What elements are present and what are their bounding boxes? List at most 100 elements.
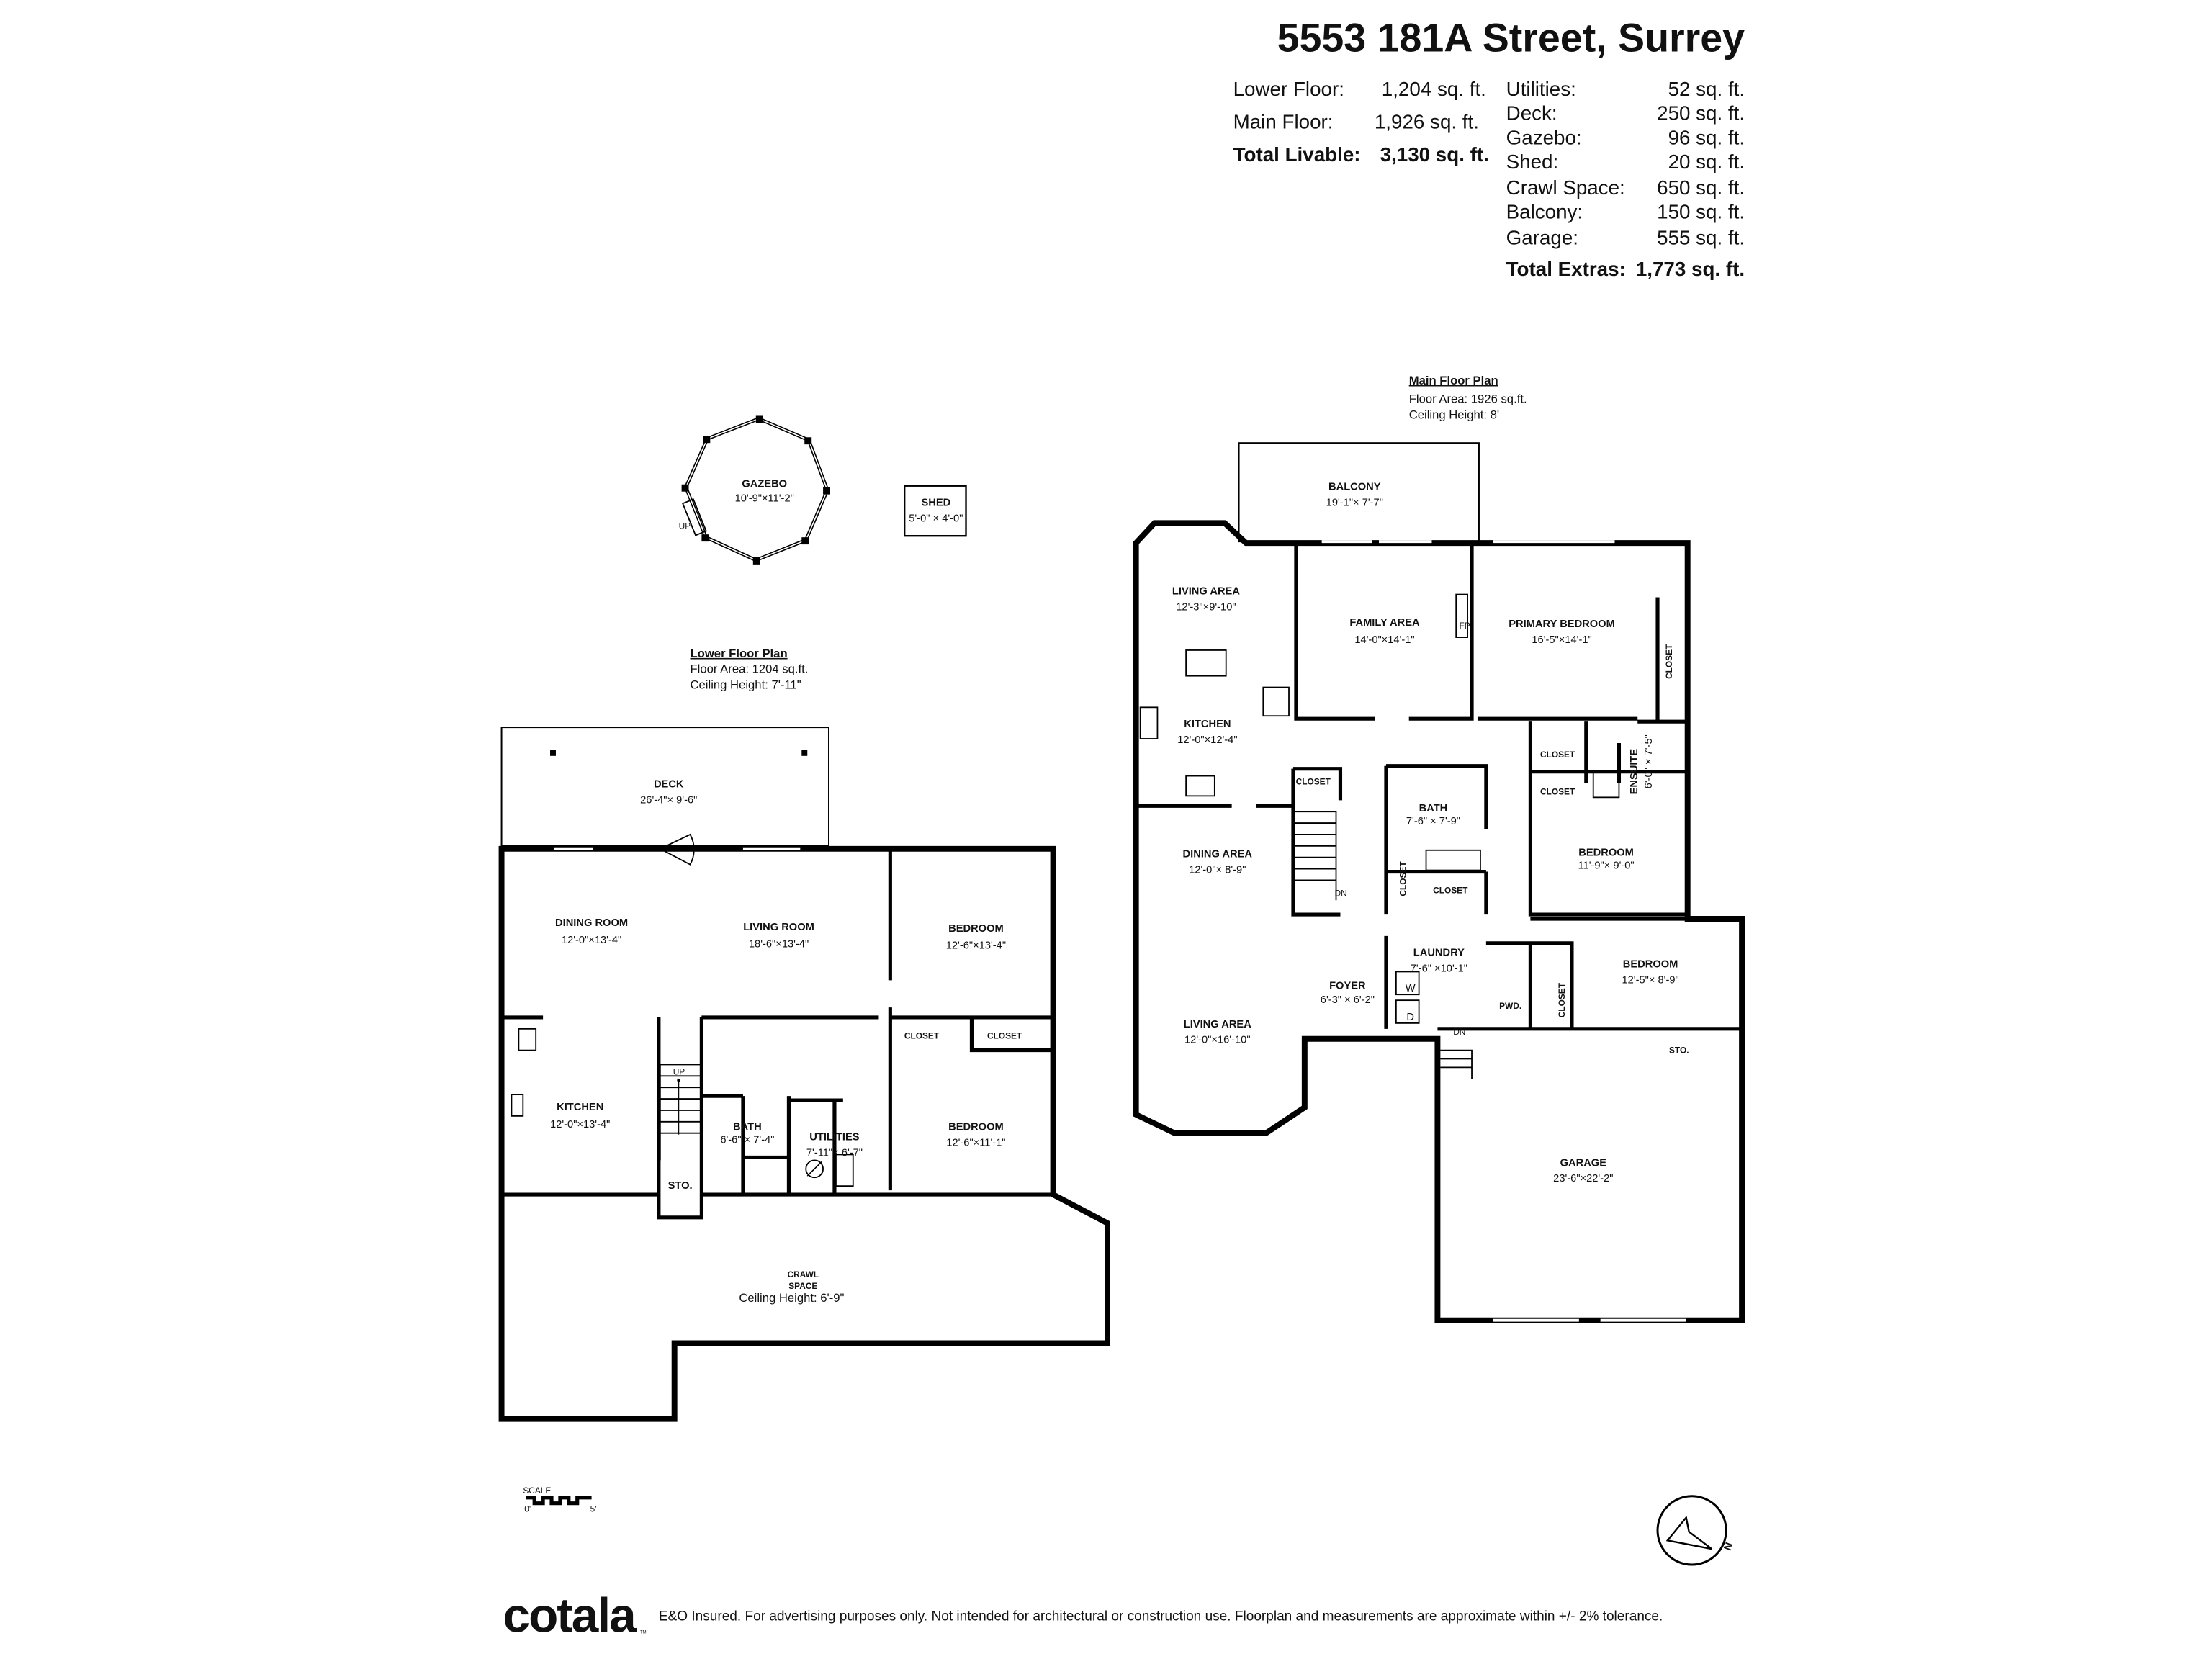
room-dims: 11'-9"× 9'-0" (1578, 860, 1634, 872)
storage-label: STO. (668, 1180, 693, 1192)
trademark: TM (640, 1630, 647, 1635)
total-extras-value: 1,773 sq. ft. (1636, 258, 1745, 280)
room-dims: 23'-6"×22'-2" (1553, 1173, 1613, 1184)
room-label: GARAGE (1560, 1157, 1607, 1169)
room-dims: 7'-11"× 6'-7" (806, 1147, 863, 1159)
closet-label: CLOSET (1557, 982, 1567, 1017)
lower-exterior-walls (498, 845, 1110, 1422)
total-livable-label: Total Livable: (1233, 143, 1361, 166)
main-floor-ceiling: Ceiling Height: 8' (1409, 408, 1499, 421)
room-dims: 18'-6"×13'-4" (749, 939, 809, 950)
stat-label: Deck: (1506, 102, 1557, 125)
stat-value: 250 sq. ft. (1657, 102, 1745, 125)
dryer-label: D (1406, 1012, 1414, 1023)
room-label: BEDROOM (1623, 959, 1678, 971)
stat-value: 96 sq. ft. (1668, 126, 1745, 148)
scale-start: 0' (524, 1504, 531, 1514)
room-label: KITCHEN (1184, 719, 1231, 730)
gazebo-dims: 10'-9"×11'-2" (735, 493, 794, 505)
room-dims: 19'-1"× 7'-7" (1326, 498, 1383, 509)
stat-value: 150 sq. ft. (1657, 201, 1745, 223)
lower-floor-area: Floor Area: 1204 sq.ft. (691, 662, 809, 676)
stairs-down-label: DN (1335, 888, 1347, 898)
main-floor-plan: Main Floor Plan Floor Area: 1926 sq.ft. … (1133, 374, 1745, 1566)
property-title: 5553 181A Street, Surrey (1277, 15, 1745, 60)
room-dims: 12'-5"× 8'-9" (1622, 974, 1678, 986)
room-dims: 16'-5"×14'-1" (1532, 634, 1591, 646)
cotala-logo: cotala (503, 1588, 637, 1642)
room-dims: 12'-0"× 8'-9" (1189, 865, 1246, 876)
room-label: LIVING AREA (1172, 586, 1240, 598)
room-label: PRIMARY BEDROOM (1509, 619, 1615, 630)
crawl-label: SPACE (788, 1281, 817, 1291)
stat-label: Main Floor: (1233, 111, 1334, 133)
shed-label: SHED (921, 498, 950, 509)
room-label: FAMILY AREA (1349, 617, 1420, 629)
room-label: DINING ROOM (555, 917, 628, 929)
room-label: ENSUITE (1629, 749, 1640, 795)
room-dims: 12'-6"×13'-4" (946, 940, 1006, 952)
main-exterior-walls (1133, 520, 1745, 1323)
stat-label: Crawl Space: (1506, 176, 1625, 199)
lower-floor-heading: Lower Floor Plan (691, 647, 788, 660)
room-label: LAUNDRY (1413, 948, 1465, 959)
scale-end: 5' (590, 1504, 597, 1514)
room-dims: 12'-0"×12'-4" (1177, 734, 1237, 746)
stat-label: Balcony: (1506, 201, 1583, 223)
total-extras-label: Total Extras: (1506, 258, 1626, 280)
lower-floor-ceiling: Ceiling Height: 7'-11" (691, 678, 801, 692)
stairs-up-label: UP (673, 1066, 685, 1076)
room-dims: 7'-6" × 7'-9" (1406, 816, 1460, 827)
closet-label: CLOSET (1540, 750, 1575, 760)
room-dims: 12'-0"×16'-10" (1184, 1035, 1250, 1046)
stat-label: Shed: (1506, 150, 1559, 173)
room-label: BATH (1419, 803, 1448, 814)
room-dims: 6'-0" × 7'-5" (1643, 734, 1655, 788)
stat-label: Garage: (1506, 226, 1578, 248)
storage-label: STO. (1669, 1046, 1689, 1056)
scale-label: SCALE (523, 1485, 551, 1496)
closet-label: CLOSET (987, 1031, 1022, 1041)
washer-label: W (1406, 983, 1416, 994)
stat-label: Gazebo: (1506, 126, 1582, 148)
room-label: DINING AREA (1183, 849, 1253, 860)
room-label: FOYER (1329, 980, 1366, 992)
room-dims: 6'-3" × 6'-2" (1321, 994, 1375, 1006)
gazebo: GAZEBO 10'-9"×11'-2" UP (679, 415, 830, 565)
room-label: KITCHEN (557, 1102, 603, 1113)
compass-north-label: N (1722, 1541, 1736, 1552)
crawl-label: CRAWL (787, 1269, 819, 1280)
room-label: LIVING ROOM (743, 922, 814, 933)
room-label: BEDROOM (948, 1122, 1004, 1133)
lower-floor-plan: Lower Floor Plan Floor Area: 1204 sq.ft.… (498, 647, 1110, 1422)
main-floor-heading: Main Floor Plan (1409, 374, 1498, 387)
lower-interior-walls (501, 848, 1053, 1220)
room-dims: 12'-3"×9'-10" (1176, 601, 1236, 613)
room-dims: 12'-0"×13'-4" (562, 935, 621, 946)
closet-label: CLOSET (1398, 861, 1408, 896)
stat-value: 52 sq. ft. (1668, 78, 1745, 100)
room-label: BEDROOM (1578, 848, 1634, 859)
stat-value: 20 sq. ft. (1668, 150, 1745, 173)
closet-label: CLOSET (1296, 776, 1331, 786)
stat-value: 1,204 sq. ft. (1382, 78, 1486, 100)
total-livable-value: 3,130 sq. ft. (1380, 143, 1489, 166)
livable-summary: Lower Floor: 1,204 sq. ft. Main Floor: 1… (1233, 78, 1489, 166)
fireplace-label: FP (1460, 621, 1470, 631)
room-dims: 7'-6" ×10'-1" (1411, 963, 1467, 974)
shed: SHED 5'-0" × 4'-0" (903, 485, 967, 537)
crawl-ceiling: Ceiling Height: 6'-9" (739, 1291, 844, 1305)
extras-summary: Utilities: 52 sq. ft. Deck: 250 sq. ft. … (1506, 78, 1745, 280)
room-dims: 14'-0"×14'-1" (1354, 634, 1414, 646)
room-label: LIVING AREA (1184, 1019, 1251, 1030)
room-label: BEDROOM (948, 923, 1004, 935)
compass-icon (1656, 1495, 1727, 1566)
room-dims: 26'-4"× 9'-6" (640, 794, 697, 806)
disclaimer: E&O Insured. For advertising purposes on… (659, 1609, 1663, 1624)
closet-label: CLOSET (904, 1031, 940, 1041)
stat-value: 1,926 sq. ft. (1375, 111, 1479, 133)
stat-label: Lower Floor: (1233, 78, 1344, 100)
closet-label: CLOSET (1540, 786, 1575, 796)
powder-room-label: PWD. (1499, 1001, 1521, 1011)
